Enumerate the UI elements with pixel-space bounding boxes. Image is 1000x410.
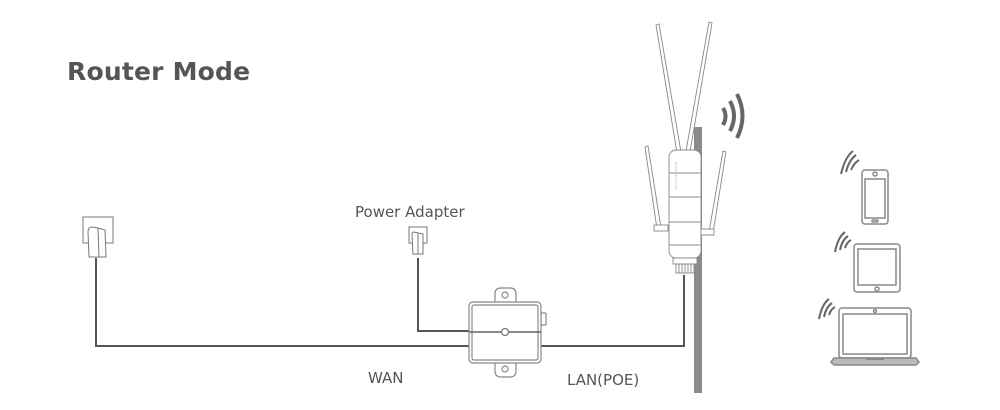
antenna-short-left	[644, 145, 662, 230]
lan-poe-cable	[540, 275, 685, 347]
power-cable	[417, 258, 469, 332]
laptop-wifi-icon	[818, 298, 836, 320]
tablet-wifi-icon	[834, 231, 852, 253]
smartphone-group	[840, 150, 889, 225]
wan-label: WAN	[368, 369, 404, 387]
diagram-title: Router Mode	[67, 57, 251, 86]
antenna-short-right	[708, 150, 727, 234]
wan-cable	[95, 258, 469, 347]
tablet-group	[834, 231, 901, 293]
power-adapter-label: Power Adapter	[355, 203, 465, 221]
outdoor-router-icon	[644, 21, 727, 274]
laptop-icon	[830, 307, 920, 366]
power-plug-icon	[408, 226, 428, 255]
antenna-tall-left	[655, 23, 682, 154]
wall-outlet-icon	[82, 216, 114, 258]
wifi-signal-icon	[721, 93, 745, 139]
poe-injector-icon	[468, 287, 547, 378]
smartphone-wifi-icon	[840, 150, 860, 175]
tablet-icon	[853, 243, 901, 293]
lan-poe-label: LAN(POE)	[567, 371, 640, 389]
smartphone-icon	[861, 169, 889, 225]
cables	[95, 258, 685, 347]
laptop-group	[818, 298, 920, 366]
pole-icon	[694, 127, 702, 393]
